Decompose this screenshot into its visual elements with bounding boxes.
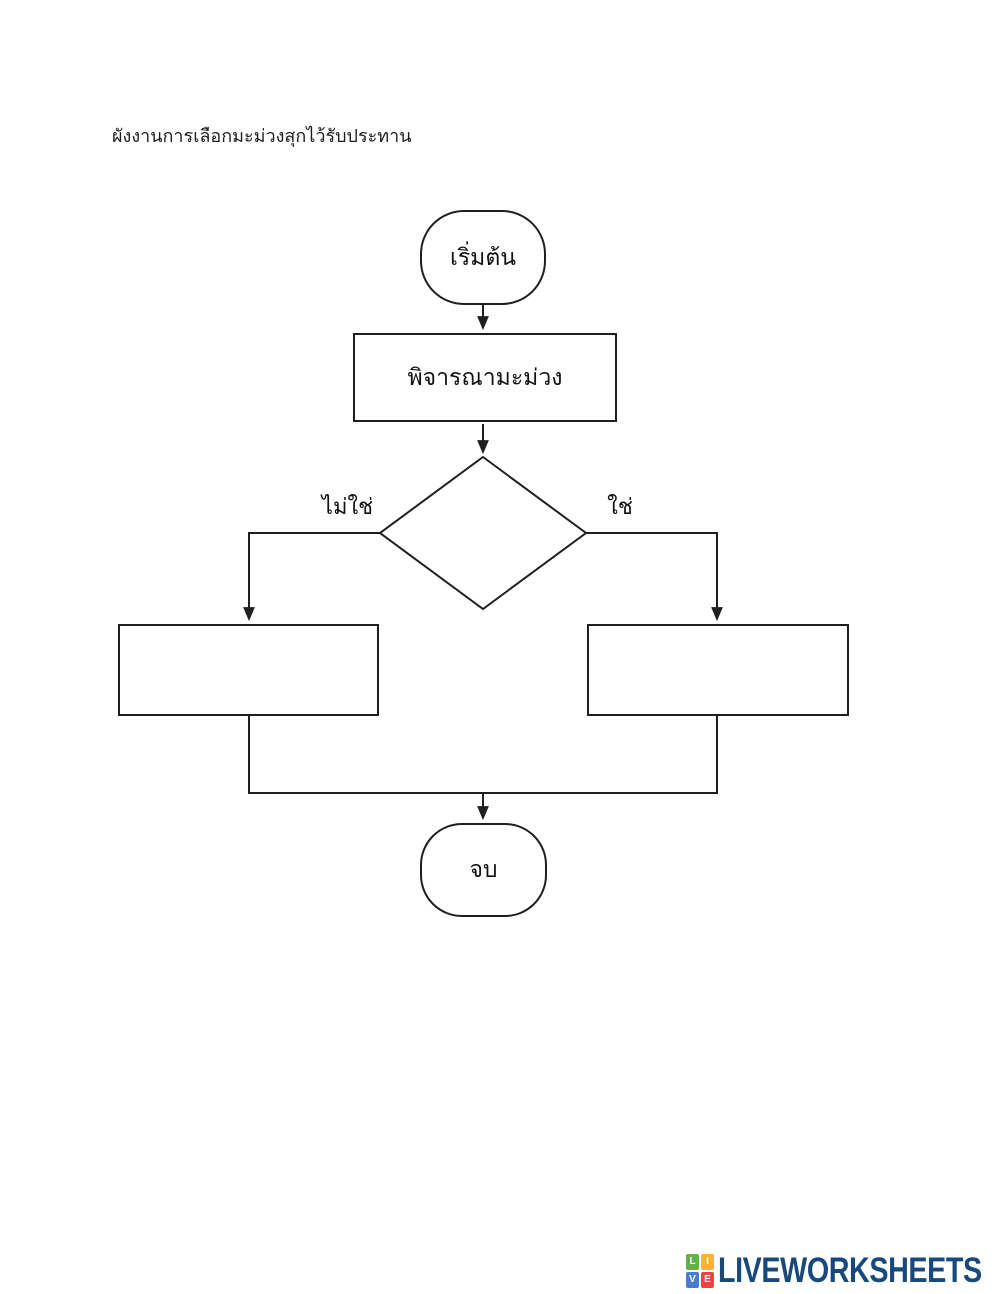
liveworksheets-wordmark: LIVEWORKSHEETS [718, 1251, 982, 1290]
liveworksheets-logo-icon: L I V E [686, 1254, 714, 1288]
logo-square-v: V [686, 1272, 699, 1288]
page-title: ผังงานการเลือกมะม่วงสุกไว้รับประทาน [112, 126, 412, 146]
start-terminator: เริ่มต้น [420, 210, 546, 305]
process-box: พิจารณามะม่วง [353, 333, 617, 422]
logo-square-l: L [686, 1254, 699, 1270]
answer-box-right[interactable] [587, 624, 849, 716]
branch-label-yes: ใช่ [607, 494, 633, 519]
answer-box-left[interactable] [118, 624, 379, 716]
connector-no-branch [243, 532, 381, 622]
decision-diamond [378, 455, 588, 611]
logo-square-e: E [701, 1272, 714, 1288]
logo-square-i: I [701, 1254, 714, 1270]
liveworksheets-logo: L I V E LIVEWORKSHEETS [686, 1251, 1000, 1291]
connector-yes-branch [585, 532, 723, 622]
branch-label-no: ไม่ใช่ [321, 494, 374, 519]
connector-merge [248, 716, 718, 794]
end-terminator: จบ [420, 823, 547, 917]
